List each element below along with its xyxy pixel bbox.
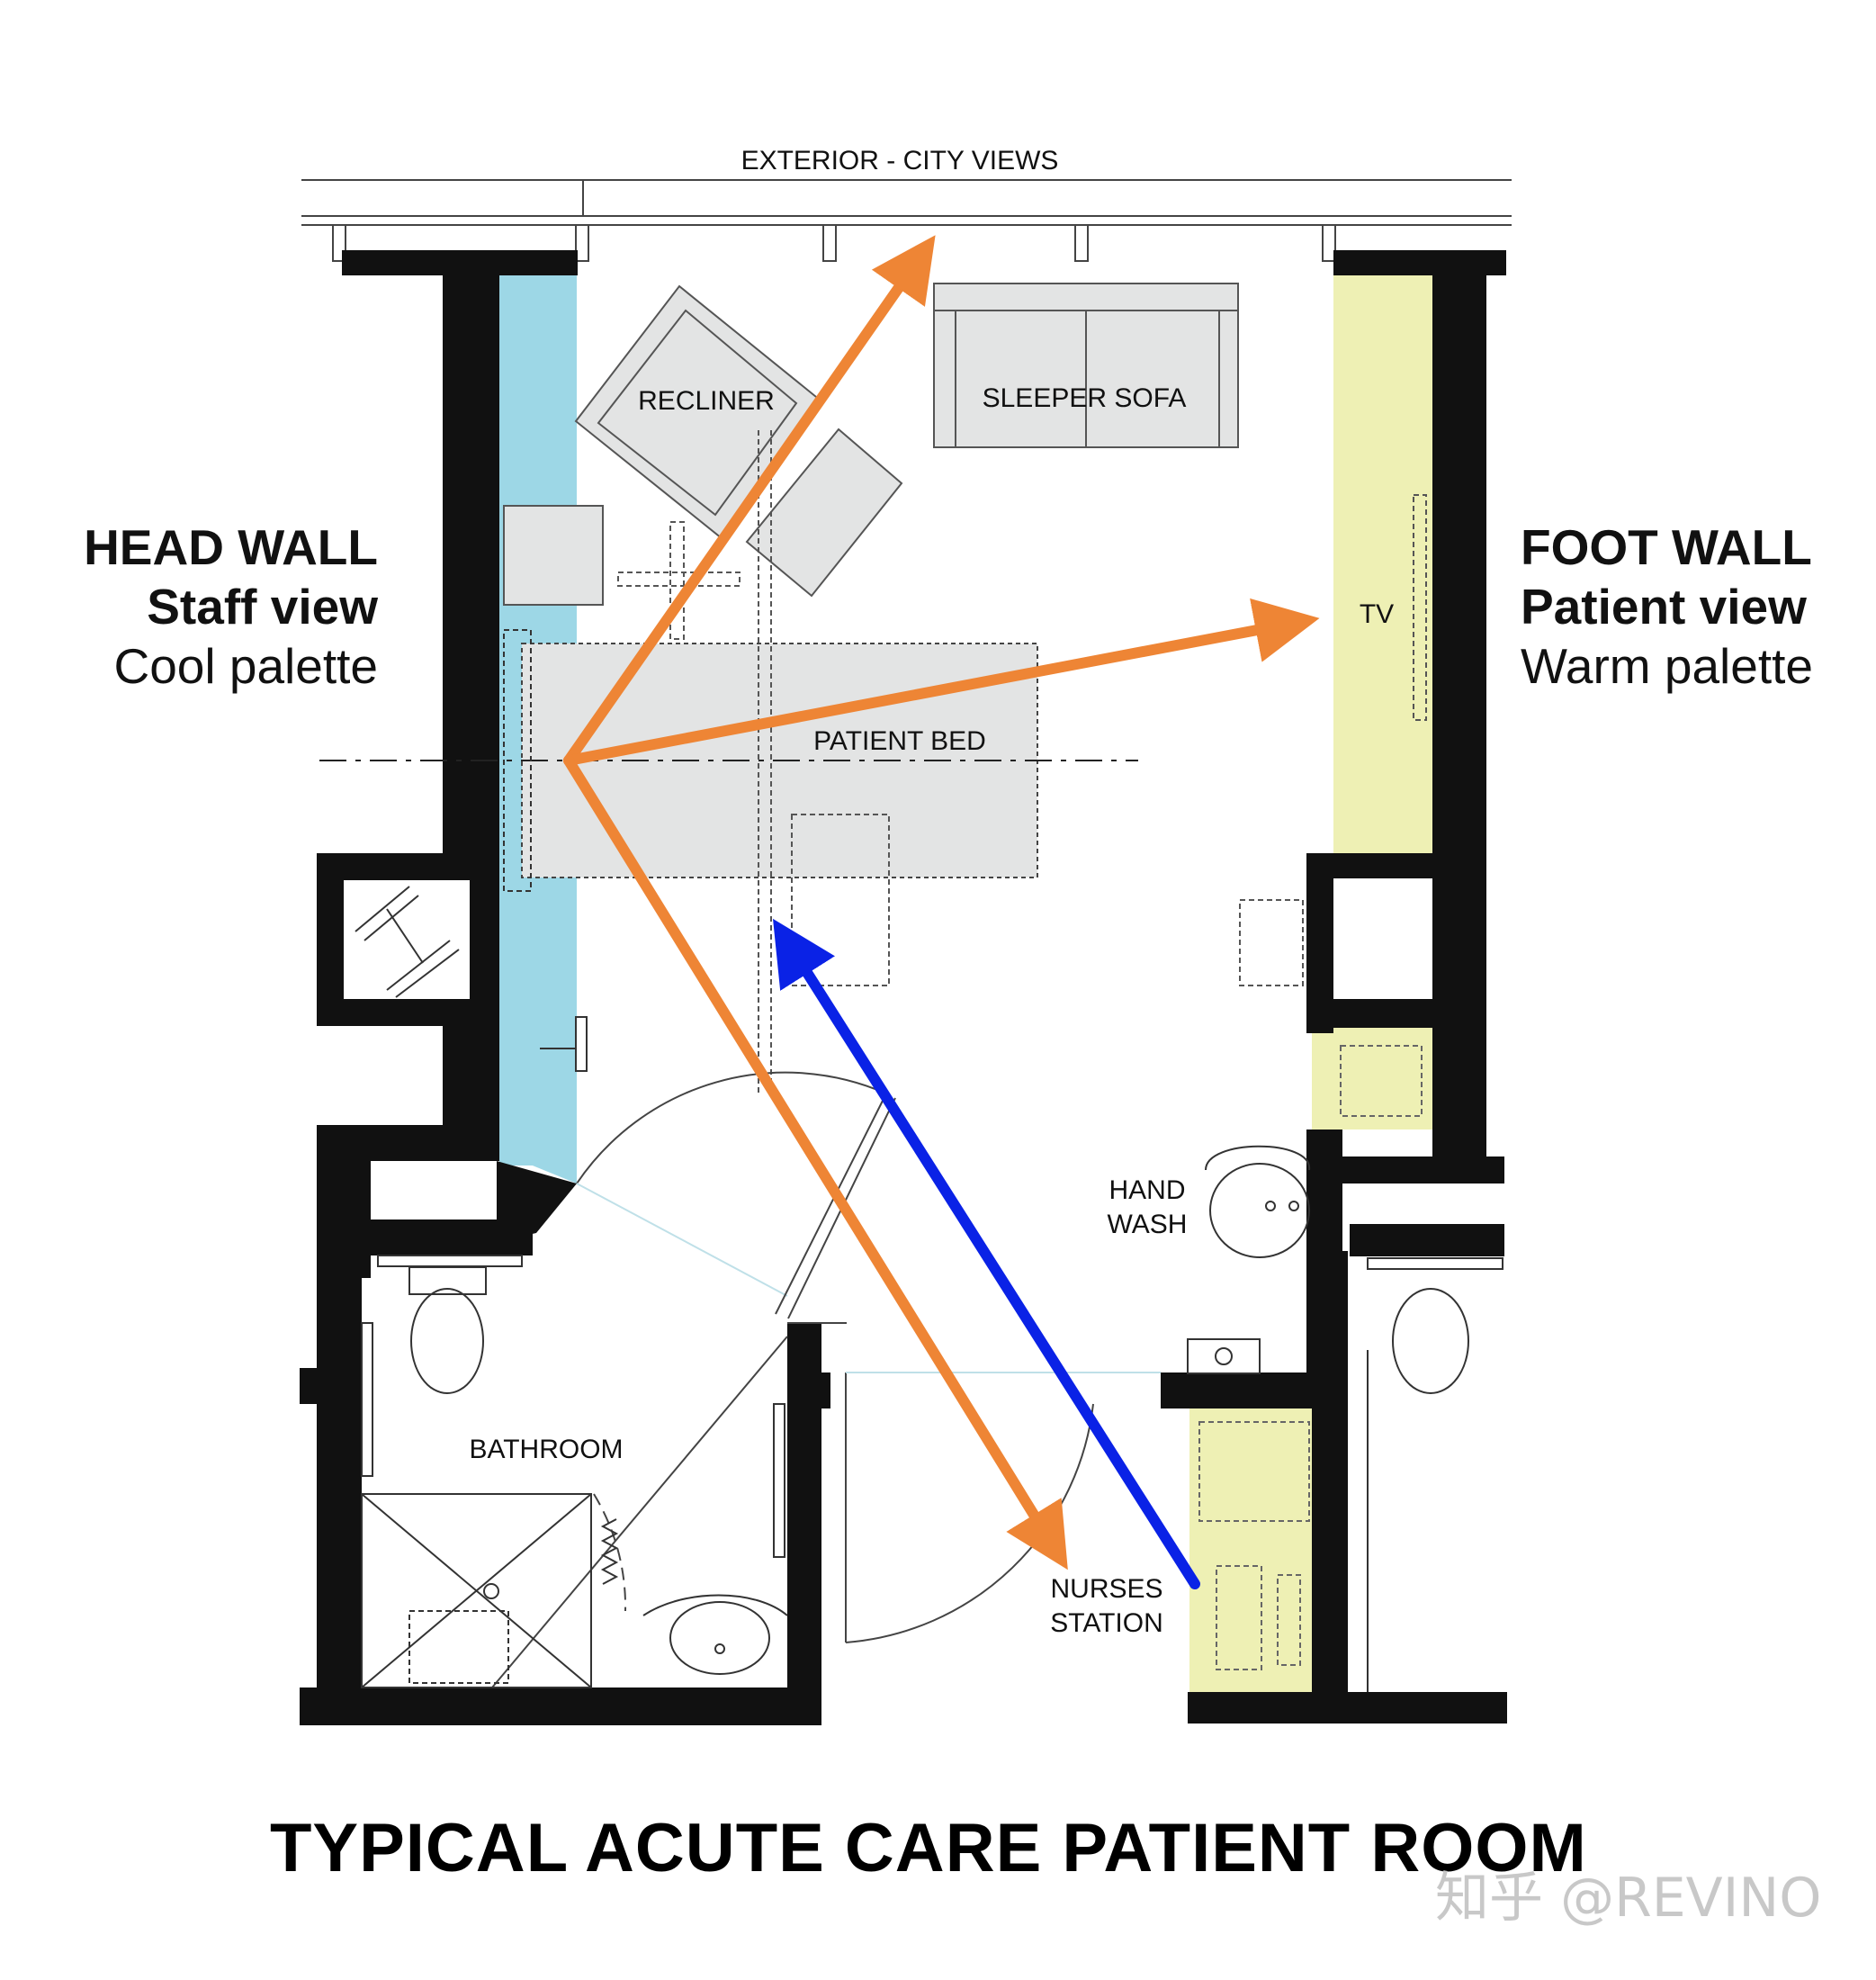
exterior-label: EXTERIOR - CITY VIEWS [741, 146, 1059, 176]
exterior-window [301, 179, 1512, 262]
head-wall-palette: Cool palette [113, 638, 378, 694]
nurse-station-counter [1189, 1407, 1320, 1699]
foot-wall-subtitle: Patient view [1521, 579, 1807, 634]
sleeper-sofa [933, 283, 1239, 448]
nurses-station-label-line2: STATION [1050, 1608, 1163, 1638]
bathroom-door [491, 1322, 847, 1688]
wall-fixture [503, 629, 588, 1072]
head-wall-panel-tip [499, 1143, 577, 1184]
foot-wall-cabinet [1312, 1026, 1447, 1130]
foot-wall-panel [1333, 274, 1432, 855]
recliner-label: RECLINER [638, 386, 775, 416]
entry-door [576, 1071, 896, 1319]
head-wall-annotation: HEAD WALL Staff view Cool palette [36, 518, 378, 696]
walls [300, 250, 1507, 1725]
shower [361, 1322, 592, 1688]
closet-hanger [355, 886, 460, 998]
foot-wall-annotation: FOOT WALL Patient view Warm palette [1521, 518, 1863, 696]
bathroom-label: BATHROOM [469, 1435, 623, 1464]
handwash-sink [1187, 1145, 1311, 1374]
ceiling-track [617, 430, 1427, 1094]
hand-wash-label-line2: WASH [1108, 1210, 1188, 1239]
nurse-station-equipment [1198, 1045, 1423, 1670]
sightline-arrows [563, 235, 1320, 1589]
sightline-arrow-nurses [563, 755, 1068, 1570]
right-bath-toilet [1367, 1257, 1503, 1692]
ottoman [745, 428, 903, 598]
head-wall-subtitle: Staff view [147, 579, 378, 634]
sleeper-sofa-label: SLEEPER SOFA [983, 383, 1187, 413]
watermark: 知乎 @REVINO [1435, 1867, 1822, 1930]
sightline-arrow-staff [772, 918, 1200, 1589]
foot-wall-palette: Warm palette [1521, 638, 1814, 694]
tv-label: TV [1360, 599, 1394, 629]
patient-bed-label: PATIENT BED [813, 726, 986, 756]
nurses-station-label-line1: NURSES [1050, 1574, 1162, 1604]
page-title: TYPICAL ACUTE CARE PATIENT ROOM [270, 1810, 1587, 1886]
sightline-arrow-window [563, 235, 936, 766]
sightline-arrow-tv [563, 598, 1320, 766]
foot-wall-title: FOOT WALL [1521, 519, 1812, 575]
head-wall-title: HEAD WALL [84, 519, 378, 575]
bathroom-sink [600, 1403, 788, 1675]
side-table [503, 505, 604, 606]
toilet [377, 1255, 523, 1394]
closet-right [1333, 878, 1432, 999]
hand-wash-label-line1: HAND [1109, 1175, 1185, 1205]
